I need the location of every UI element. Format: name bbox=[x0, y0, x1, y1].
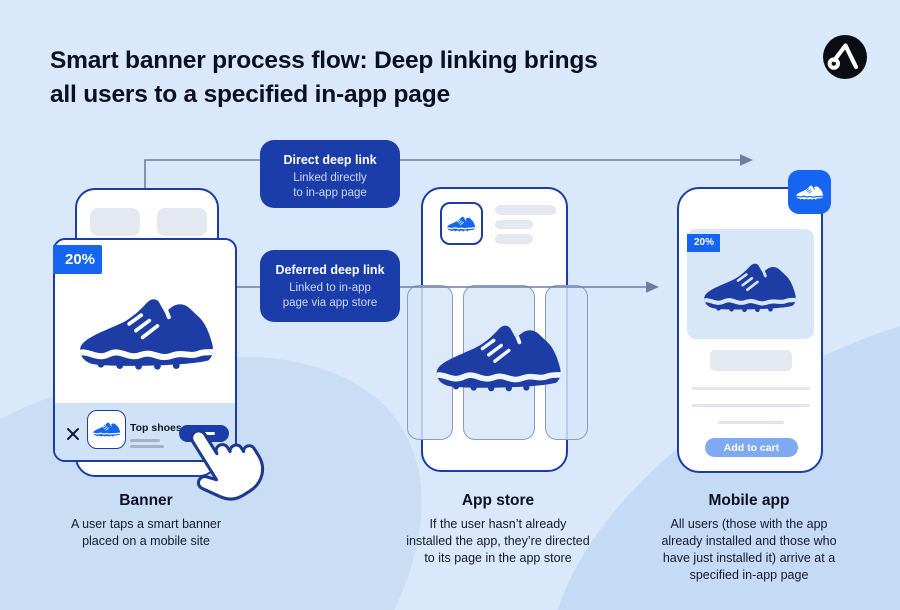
shoe-icon bbox=[92, 420, 122, 439]
add-to-cart-button[interactable]: Add to cart bbox=[705, 438, 798, 457]
direct-deep-link-desc: Linked directly to in-app page bbox=[293, 172, 367, 199]
step-description: If the user hasn’t already installed the… bbox=[406, 517, 590, 565]
app-store-phone bbox=[407, 187, 588, 472]
direct-deep-link-title: Direct deep link bbox=[283, 153, 377, 167]
store-app-icon bbox=[440, 202, 483, 245]
shoe-icon bbox=[446, 214, 477, 234]
content-placeholder bbox=[157, 208, 207, 236]
page-title: Smart banner process flow: Deep linking … bbox=[50, 47, 598, 108]
step-title: Banner bbox=[119, 492, 173, 509]
deferred-deep-link-desc: Linked to in-app page via app store bbox=[282, 282, 378, 309]
product-card: 20% bbox=[687, 229, 814, 339]
mobile-app-phone: 20% Add to cart bbox=[677, 170, 831, 473]
step-caption-banner: Banner A user taps a smart banner placed… bbox=[16, 492, 276, 550]
text-placeholder bbox=[130, 445, 164, 448]
text-placeholder bbox=[495, 205, 556, 215]
text-placeholder bbox=[718, 421, 784, 424]
deferred-deep-link-title: Deferred deep link bbox=[275, 263, 385, 277]
sneaker-image bbox=[431, 317, 569, 399]
screenshot-carousel bbox=[407, 285, 588, 440]
discount-badge: 20% bbox=[53, 245, 102, 274]
adjust-logo-icon bbox=[823, 35, 867, 79]
sneaker-image bbox=[74, 290, 222, 378]
text-placeholder bbox=[692, 404, 810, 407]
text-placeholder bbox=[130, 439, 160, 442]
text-placeholder bbox=[495, 220, 533, 229]
step-caption-mobile-app: Mobile app All users (those with the app… bbox=[619, 492, 879, 584]
direct-deep-link-box: Direct deep link Linked directly to in-a… bbox=[260, 140, 400, 208]
installed-app-icon bbox=[788, 170, 831, 214]
step-caption-app-store: App store If the user hasn’t already ins… bbox=[368, 492, 628, 567]
discount-badge: 20% bbox=[687, 234, 720, 252]
text-placeholder bbox=[692, 387, 810, 390]
shoe-app-icon bbox=[87, 410, 126, 449]
banner-app-name: Top shoes bbox=[130, 422, 182, 434]
title-placeholder bbox=[710, 350, 792, 371]
step-title: App store bbox=[461, 492, 535, 509]
close-icon[interactable] bbox=[66, 427, 80, 441]
step-description: A user taps a smart banner placed on a m… bbox=[70, 517, 222, 548]
sneaker-image bbox=[700, 257, 802, 318]
step-title: Mobile app bbox=[708, 492, 790, 509]
step-description: All users (those with the app already in… bbox=[661, 517, 837, 582]
text-placeholder bbox=[495, 234, 533, 244]
deferred-deep-link-box: Deferred deep link Linked to in-app page… bbox=[260, 250, 400, 322]
shoe-icon bbox=[795, 183, 825, 202]
content-placeholder bbox=[90, 208, 140, 236]
smart-banner-page: 20% Top shoes bbox=[53, 238, 237, 462]
